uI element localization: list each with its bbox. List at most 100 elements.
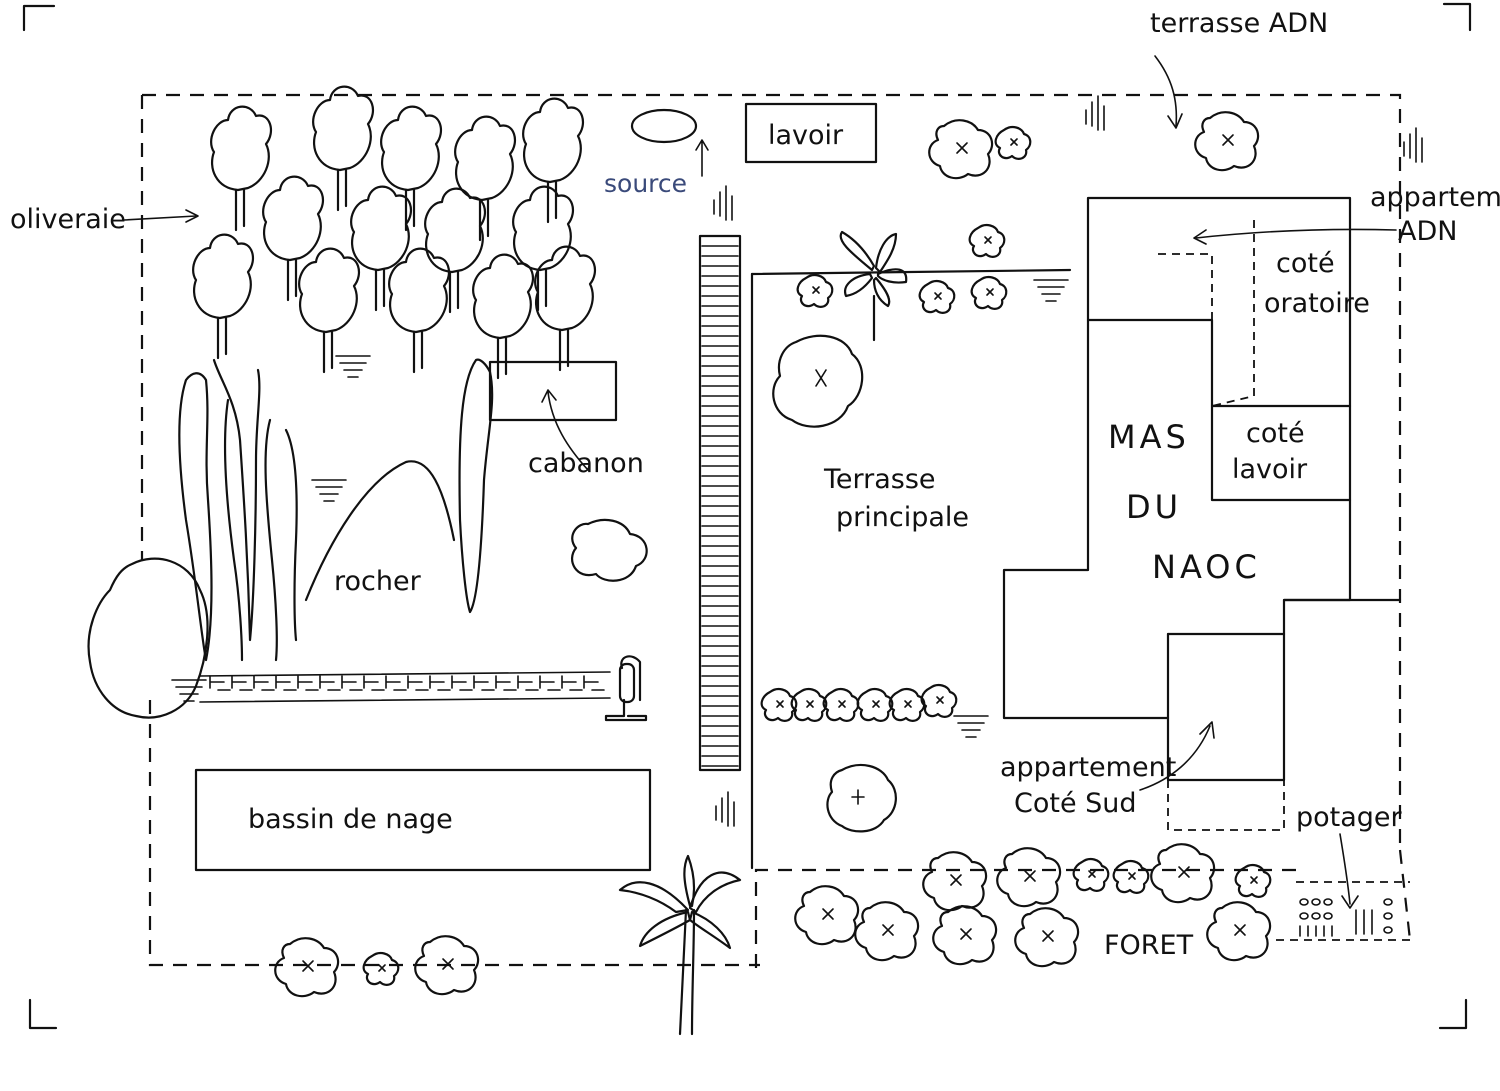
cote-oratoire-label-1: coté [1276,248,1335,279]
olive-tree-icon [512,185,575,312]
lavoir-label: lavoir [768,120,844,151]
bush-icon [920,683,958,718]
swimming-pool [194,768,652,872]
bush-icon [854,901,920,962]
corner-marks [22,2,1472,1030]
olive-tree-icon [454,115,517,242]
appartement-sud-label-2: Coté Sud [1014,788,1137,819]
bush-icon [571,518,648,582]
source-pond [630,108,698,144]
terrasse-principale-label-2: principale [836,502,969,533]
grass-tuft-icon [715,791,735,827]
appartement-sud-label-1: appartement [1000,752,1176,783]
rocher-outline [304,460,456,602]
cote-lavoir-label-2: lavoir [1232,454,1308,485]
stone-wall [199,671,611,703]
potager-arrow [1339,833,1359,909]
potager-garden [1276,881,1410,941]
olive-tree-icon [522,97,585,224]
bush-icon [928,119,994,180]
appartement-adn-arrow [1193,228,1397,245]
bush-icon [996,847,1062,908]
terrasse-adn-label: terrasse ADN [1150,8,1328,39]
olive-tree-icon [192,233,255,360]
foret-boundary [754,868,1300,968]
bush-icon [994,125,1032,160]
fountain-icon [604,655,648,722]
bush-icon [1194,111,1260,172]
cypress-trees [178,358,494,662]
appartement-sud-outline [1167,780,1285,831]
cote-lavoir-label-1: coté [1246,418,1305,449]
olive-tree-icon [210,105,273,232]
source-label: source [604,169,687,198]
olive-tree-icon [534,245,597,372]
bush-icon [1014,907,1080,968]
large-bush-icon [87,557,209,719]
bush-icon [794,885,860,946]
bassin-label: bassin de nage [248,804,453,835]
terrace-wall-top [750,268,1072,276]
olive-grove [192,85,597,380]
bush-icon [856,687,894,722]
bush-icon [922,851,988,912]
steps-icon [335,355,371,378]
bush-row [760,683,958,722]
bush-icon [796,273,834,308]
terrasse-adn-arrow [1154,55,1178,127]
naoc-label: NAOC [1152,548,1261,586]
source-arrow [695,139,709,177]
grass-tuft-icon [1403,127,1423,163]
cote-oratoire-divider [1211,220,1255,407]
bush-icon [932,905,998,966]
grass-tuft-icon [1085,95,1105,131]
cabanon-arrow [541,389,589,471]
mas-du-naoc-building [1002,196,1402,782]
du-label: DU [1126,488,1182,526]
bush-icon [888,687,926,722]
bush-icon [1072,857,1110,892]
fountain-post [618,662,636,704]
steps-icon [953,715,989,738]
steps-icon [1033,279,1069,302]
central-stairway [698,234,742,772]
olive-tree-icon [424,187,487,314]
olive-tree-icon [472,253,535,380]
oliveraie-label: oliveraie [10,204,126,235]
oliveraie-arrow [123,215,197,221]
appartement-adn-outline [1158,253,1213,320]
bush-icon [970,275,1008,310]
appartement-adn-label-2: ADN [1398,216,1457,247]
lavoir-building [744,102,878,164]
bush-icon [1112,859,1150,894]
terrasse-principale-label-1: Terrasse [823,464,936,495]
bush-icon [968,223,1006,258]
olive-tree-icon [388,247,451,374]
bush-icon [362,951,400,986]
foret-label: FORET [1104,930,1194,961]
olive-tree-icon [350,185,413,312]
palm-tree-icon [839,230,908,342]
grass-tuft-icon [713,185,733,221]
cabanon-building [488,360,618,422]
cabanon-label: cabanon [528,448,644,479]
bush-icon [1150,843,1216,904]
bush-icon [1206,901,1272,962]
cote-oratoire-label-2: oratoire [1264,288,1370,319]
potager-label: potager [1296,802,1403,833]
olive-tree-icon [262,175,325,302]
appartement-sud-arrow [1139,721,1215,791]
bush-icon [826,763,897,833]
forest-trees [794,843,1272,968]
bush-icon [274,937,340,998]
bush-icon [918,279,956,314]
steps-icon [311,479,347,502]
appartement-adn-label-1: appartement [1370,182,1500,213]
rocher-label: rocher [334,566,422,597]
palm-tree-icon [618,854,742,1036]
large-bush-icon [772,334,864,428]
olive-tree-icon [298,247,361,374]
property-boundary [140,93,1412,967]
